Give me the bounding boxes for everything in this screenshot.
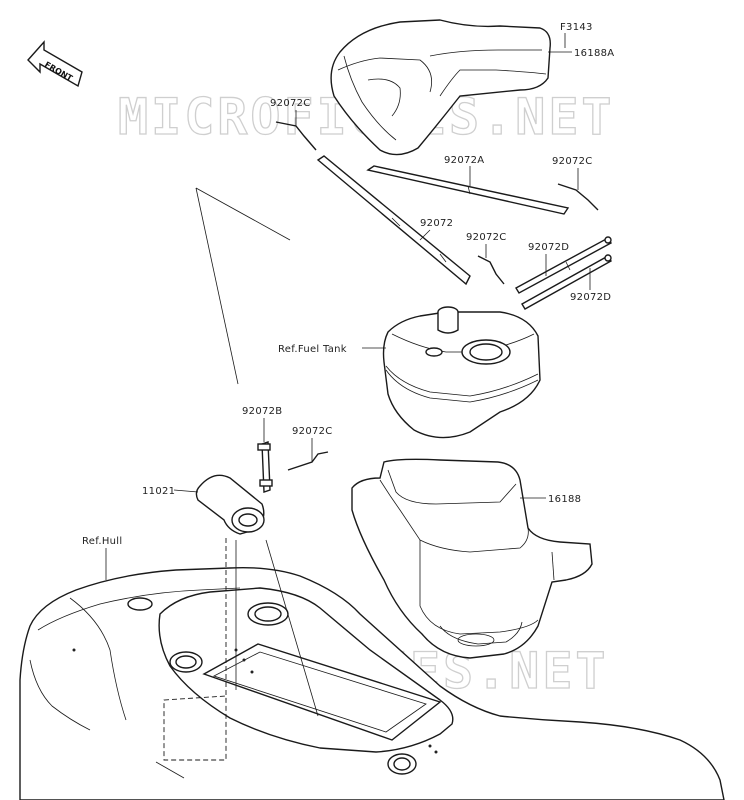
callout-fuel-tank: Ref.Fuel Tank <box>278 344 347 355</box>
hull-part <box>19 538 725 800</box>
strap-92072 <box>316 155 471 286</box>
storage-bin-part <box>351 458 593 659</box>
callout-hull: Ref.Hull <box>82 536 122 547</box>
callout-11021: 11021 <box>142 486 175 497</box>
filter-part <box>195 474 265 535</box>
callout-92072: 92072 <box>420 218 453 229</box>
callout-92072d-2: 92072D <box>570 292 611 303</box>
callout-92072a: 92072A <box>444 155 484 166</box>
figure-code: F3143 <box>560 22 593 33</box>
front-arrow-icon: FRONT <box>27 40 83 88</box>
strap-92072d-pair <box>515 236 612 310</box>
callout-92072c-low: 92072C <box>292 426 333 437</box>
callout-16188: 16188 <box>548 494 581 505</box>
seat-part <box>330 19 551 156</box>
fuel-tank-part <box>382 306 541 439</box>
callout-92072b: 92072B <box>242 406 282 417</box>
callout-16188a: 16188A <box>574 48 614 59</box>
callout-92072c-right: 92072C <box>552 156 593 167</box>
strap-92072b <box>257 441 273 493</box>
callout-92072c-mid: 92072C <box>466 232 507 243</box>
callout-92072d-1: 92072D <box>528 242 569 253</box>
strap-92072a <box>366 165 570 215</box>
callout-92072c-top: 92072C <box>270 98 311 109</box>
